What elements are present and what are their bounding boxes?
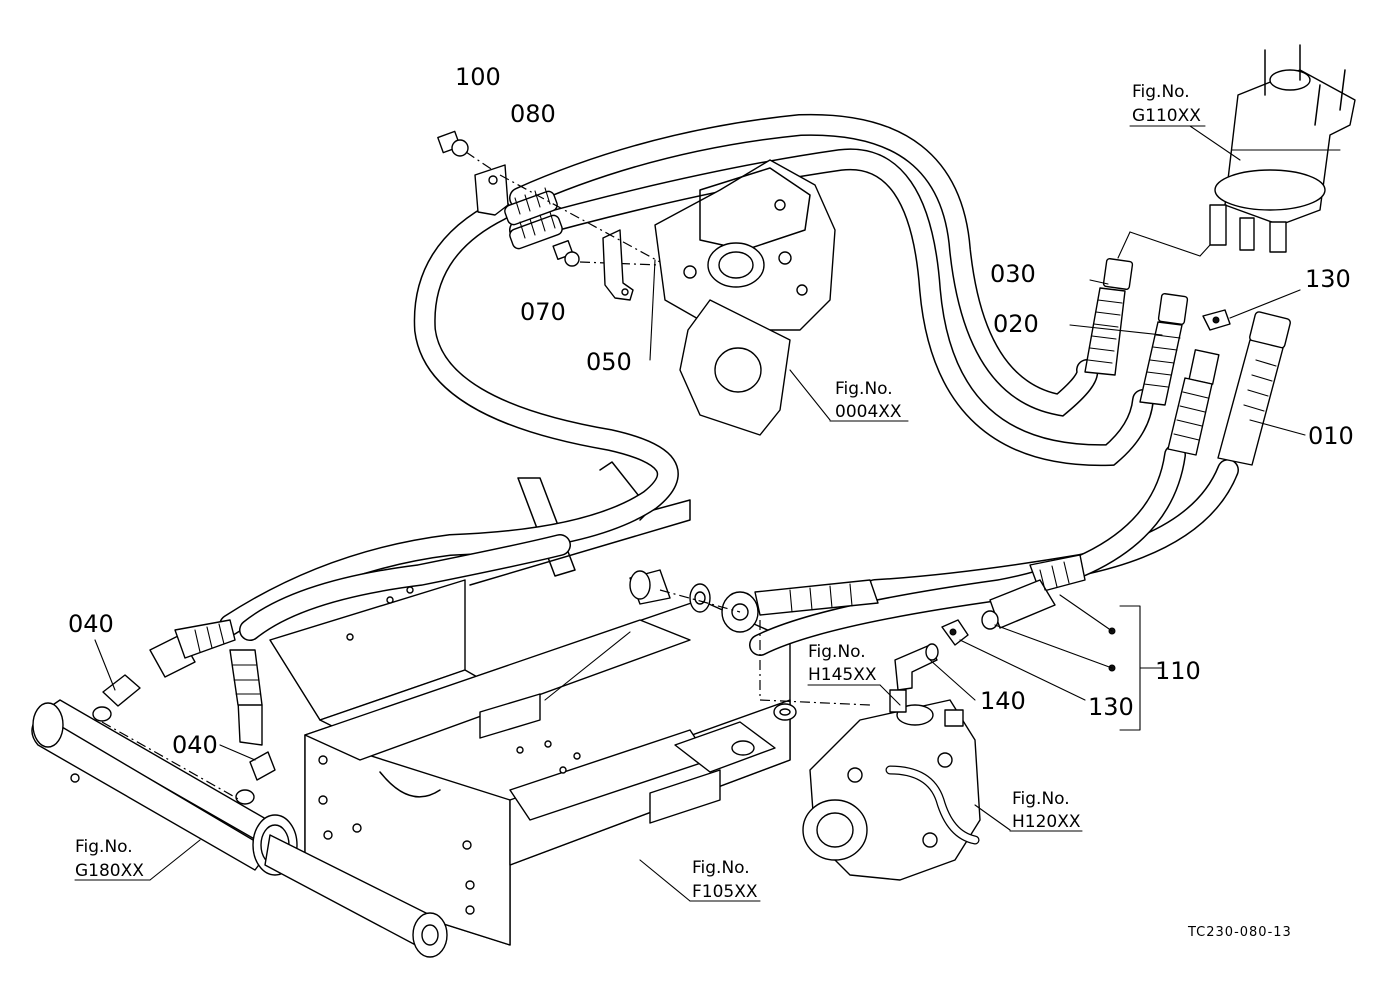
hose-end-pump <box>629 569 879 706</box>
quick-coupler-110 <box>981 554 1086 630</box>
fig-ref-g110: Fig.No. G110XX <box>1129 82 1206 127</box>
fig-ref-f105: Fig.No. F105XX <box>692 858 758 902</box>
hose-fitting-010 <box>1217 311 1291 466</box>
clip-130-lower <box>941 619 969 646</box>
svg-text:H120XX: H120XX <box>1012 812 1081 832</box>
hose-fitting-020 <box>1139 293 1189 406</box>
fittings <box>629 258 1291 721</box>
fig-ref-h120: Fig.No. H120XX <box>1012 789 1081 832</box>
callout-040-upper: 040 <box>68 610 114 638</box>
callout-110: 110 <box>1155 657 1201 685</box>
steering-cylinder <box>31 699 448 958</box>
callout-080: 080 <box>510 100 556 128</box>
callout-130-lower: 130 <box>1088 693 1134 721</box>
svg-text:0004XX: 0004XX <box>835 402 902 422</box>
svg-text:Fig.No.: Fig.No. <box>75 837 133 857</box>
engine-housing <box>649 159 836 436</box>
callout-100: 100 <box>455 63 501 91</box>
svg-text:H145XX: H145XX <box>808 665 877 685</box>
bolt-100 <box>437 130 501 176</box>
svg-text:Fig.No.: Fig.No. <box>692 858 750 878</box>
clip-130-top <box>1202 309 1231 331</box>
hydraulic-pump <box>802 689 981 881</box>
callout-050: 050 <box>586 348 632 376</box>
callout-130-top: 130 <box>1305 265 1351 293</box>
callout-030: 030 <box>990 260 1036 288</box>
fig-ref-0004: Fig.No. 0004XX <box>835 379 902 422</box>
svg-text:Fig.No.: Fig.No. <box>808 642 866 662</box>
steering-unit-g110 <box>1209 44 1356 253</box>
svg-text:F105XX: F105XX <box>692 882 758 902</box>
svg-text:Fig.No.: Fig.No. <box>835 379 893 399</box>
callout-070: 070 <box>520 298 566 326</box>
callout-040-lower: 040 <box>172 731 218 759</box>
svg-text:Fig.No.: Fig.No. <box>1012 789 1070 809</box>
hydraulic-hoses <box>219 113 1239 656</box>
quick-coupler-upper <box>1167 349 1220 456</box>
fig-ref-g180: Fig.No. G180XX <box>75 837 144 881</box>
hose-clamp-080 <box>504 187 563 250</box>
elbow-140 <box>894 643 939 691</box>
leader-lines <box>74 125 1306 902</box>
callout-010: 010 <box>1308 422 1354 450</box>
svg-text:Fig.No.: Fig.No. <box>1132 82 1190 102</box>
callout-020: 020 <box>993 310 1039 338</box>
diagram-code: TC230-080-13 <box>1187 925 1292 940</box>
callout-140: 140 <box>980 687 1026 715</box>
clamp-brackets <box>437 130 661 301</box>
part-number-labels: 100 080 070 050 030 020 130 010 040 040 … <box>68 63 1354 759</box>
figure-reference-labels: Fig.No. G110XX Fig.No. 0004XX Fig.No. H1… <box>75 82 1206 902</box>
svg-text:G110XX: G110XX <box>1132 106 1201 126</box>
hose-fitting-030 <box>1084 258 1134 376</box>
elbow-fittings-040 <box>102 619 276 781</box>
frame-assembly <box>269 461 791 946</box>
svg-text:G180XX: G180XX <box>75 861 144 881</box>
fig-ref-h145: Fig.No. H145XX <box>808 642 877 685</box>
